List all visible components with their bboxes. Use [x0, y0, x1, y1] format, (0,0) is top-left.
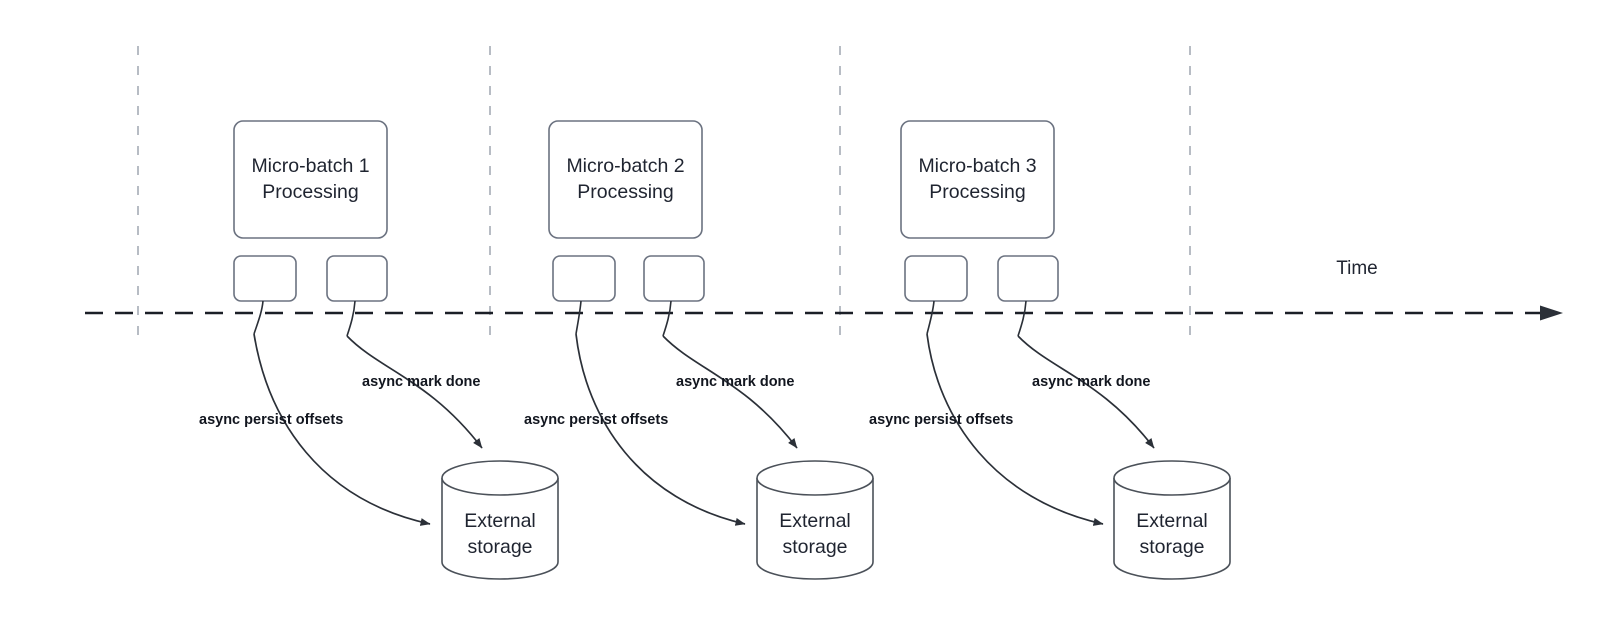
external-storage-cylinder-3[interactable]: External storage — [1113, 460, 1231, 580]
mark-done-label-2: async mark done — [676, 374, 794, 390]
task-box-1b[interactable] — [326, 255, 388, 302]
group-3: Micro-batch 3 Processing async persist o… — [869, 120, 1231, 580]
cylinder-label-1-line1: External — [464, 510, 536, 532]
task-box-1a-stem — [253, 300, 264, 335]
mark-done-label-3: async mark done — [1032, 374, 1150, 390]
batch-boundary-dividers — [137, 46, 1191, 340]
cylinder-top-2 — [756, 460, 874, 496]
persist-offsets-arrow-1 — [253, 333, 431, 526]
cylinder-top-1 — [441, 460, 559, 496]
mark-done-label-1: async mark done — [362, 374, 480, 390]
external-storage-cylinder-1[interactable]: External storage — [441, 460, 559, 580]
cylinder-body-1 — [441, 478, 559, 580]
cylinder-top-3 — [1113, 460, 1231, 496]
microbatch-box-2-label-line1: Micro-batch 2 — [566, 155, 684, 177]
cylinder-label-3-line2: storage — [1139, 536, 1204, 558]
task-box-2b-stem — [662, 300, 672, 337]
microbatch-box-2[interactable] — [548, 120, 703, 239]
mark-done-arrow-2 — [662, 335, 798, 449]
task-box-1b-stem — [346, 300, 356, 337]
cylinder-label-3-line1: External — [1136, 510, 1208, 532]
cylinder-label-2-line2: storage — [782, 536, 847, 558]
persist-offsets-label-1: async persist offsets — [199, 412, 343, 428]
persist-offsets-label-3: async persist offsets — [869, 412, 1013, 428]
cylinder-body-2 — [756, 478, 874, 580]
mark-done-arrow-3 — [1017, 335, 1155, 449]
task-box-1a[interactable] — [233, 255, 297, 302]
task-box-2a[interactable] — [552, 255, 616, 302]
task-box-2b[interactable] — [643, 255, 705, 302]
group-1: Micro-batch 1 Processing async persist o… — [199, 120, 559, 580]
microbatch-box-3-label-line1: Micro-batch 3 — [918, 155, 1036, 177]
microbatch-box-1-label-line1: Micro-batch 1 — [251, 155, 369, 177]
microbatch-box-1-label-line2: Processing — [262, 181, 358, 203]
external-storage-cylinder-2[interactable]: External storage — [756, 460, 874, 580]
task-box-3a[interactable] — [904, 255, 968, 302]
task-box-3a-stem — [926, 300, 935, 335]
microbatch-box-1[interactable] — [233, 120, 388, 239]
persist-offsets-label-2: async persist offsets — [524, 412, 668, 428]
persist-offsets-arrow-3 — [926, 333, 1104, 526]
timeline-arrowhead — [1540, 305, 1563, 321]
time-axis — [85, 305, 1563, 321]
mark-done-arrow-1 — [346, 335, 483, 449]
cylinder-label-2-line1: External — [779, 510, 851, 532]
cylinder-label-1-line2: storage — [467, 536, 532, 558]
task-box-3b[interactable] — [997, 255, 1059, 302]
microbatch-box-2-label-line2: Processing — [577, 181, 673, 203]
cylinder-body-3 — [1113, 478, 1231, 580]
time-axis-label: Time — [1336, 258, 1378, 279]
task-box-3b-stem — [1017, 300, 1027, 337]
microbatch-box-3-label-line2: Processing — [929, 181, 1025, 203]
task-box-2a-stem — [575, 300, 582, 335]
persist-offsets-arrow-2 — [575, 333, 746, 526]
microbatch-box-3[interactable] — [900, 120, 1055, 239]
group-2: Micro-batch 2 Processing async persist o… — [524, 120, 874, 580]
